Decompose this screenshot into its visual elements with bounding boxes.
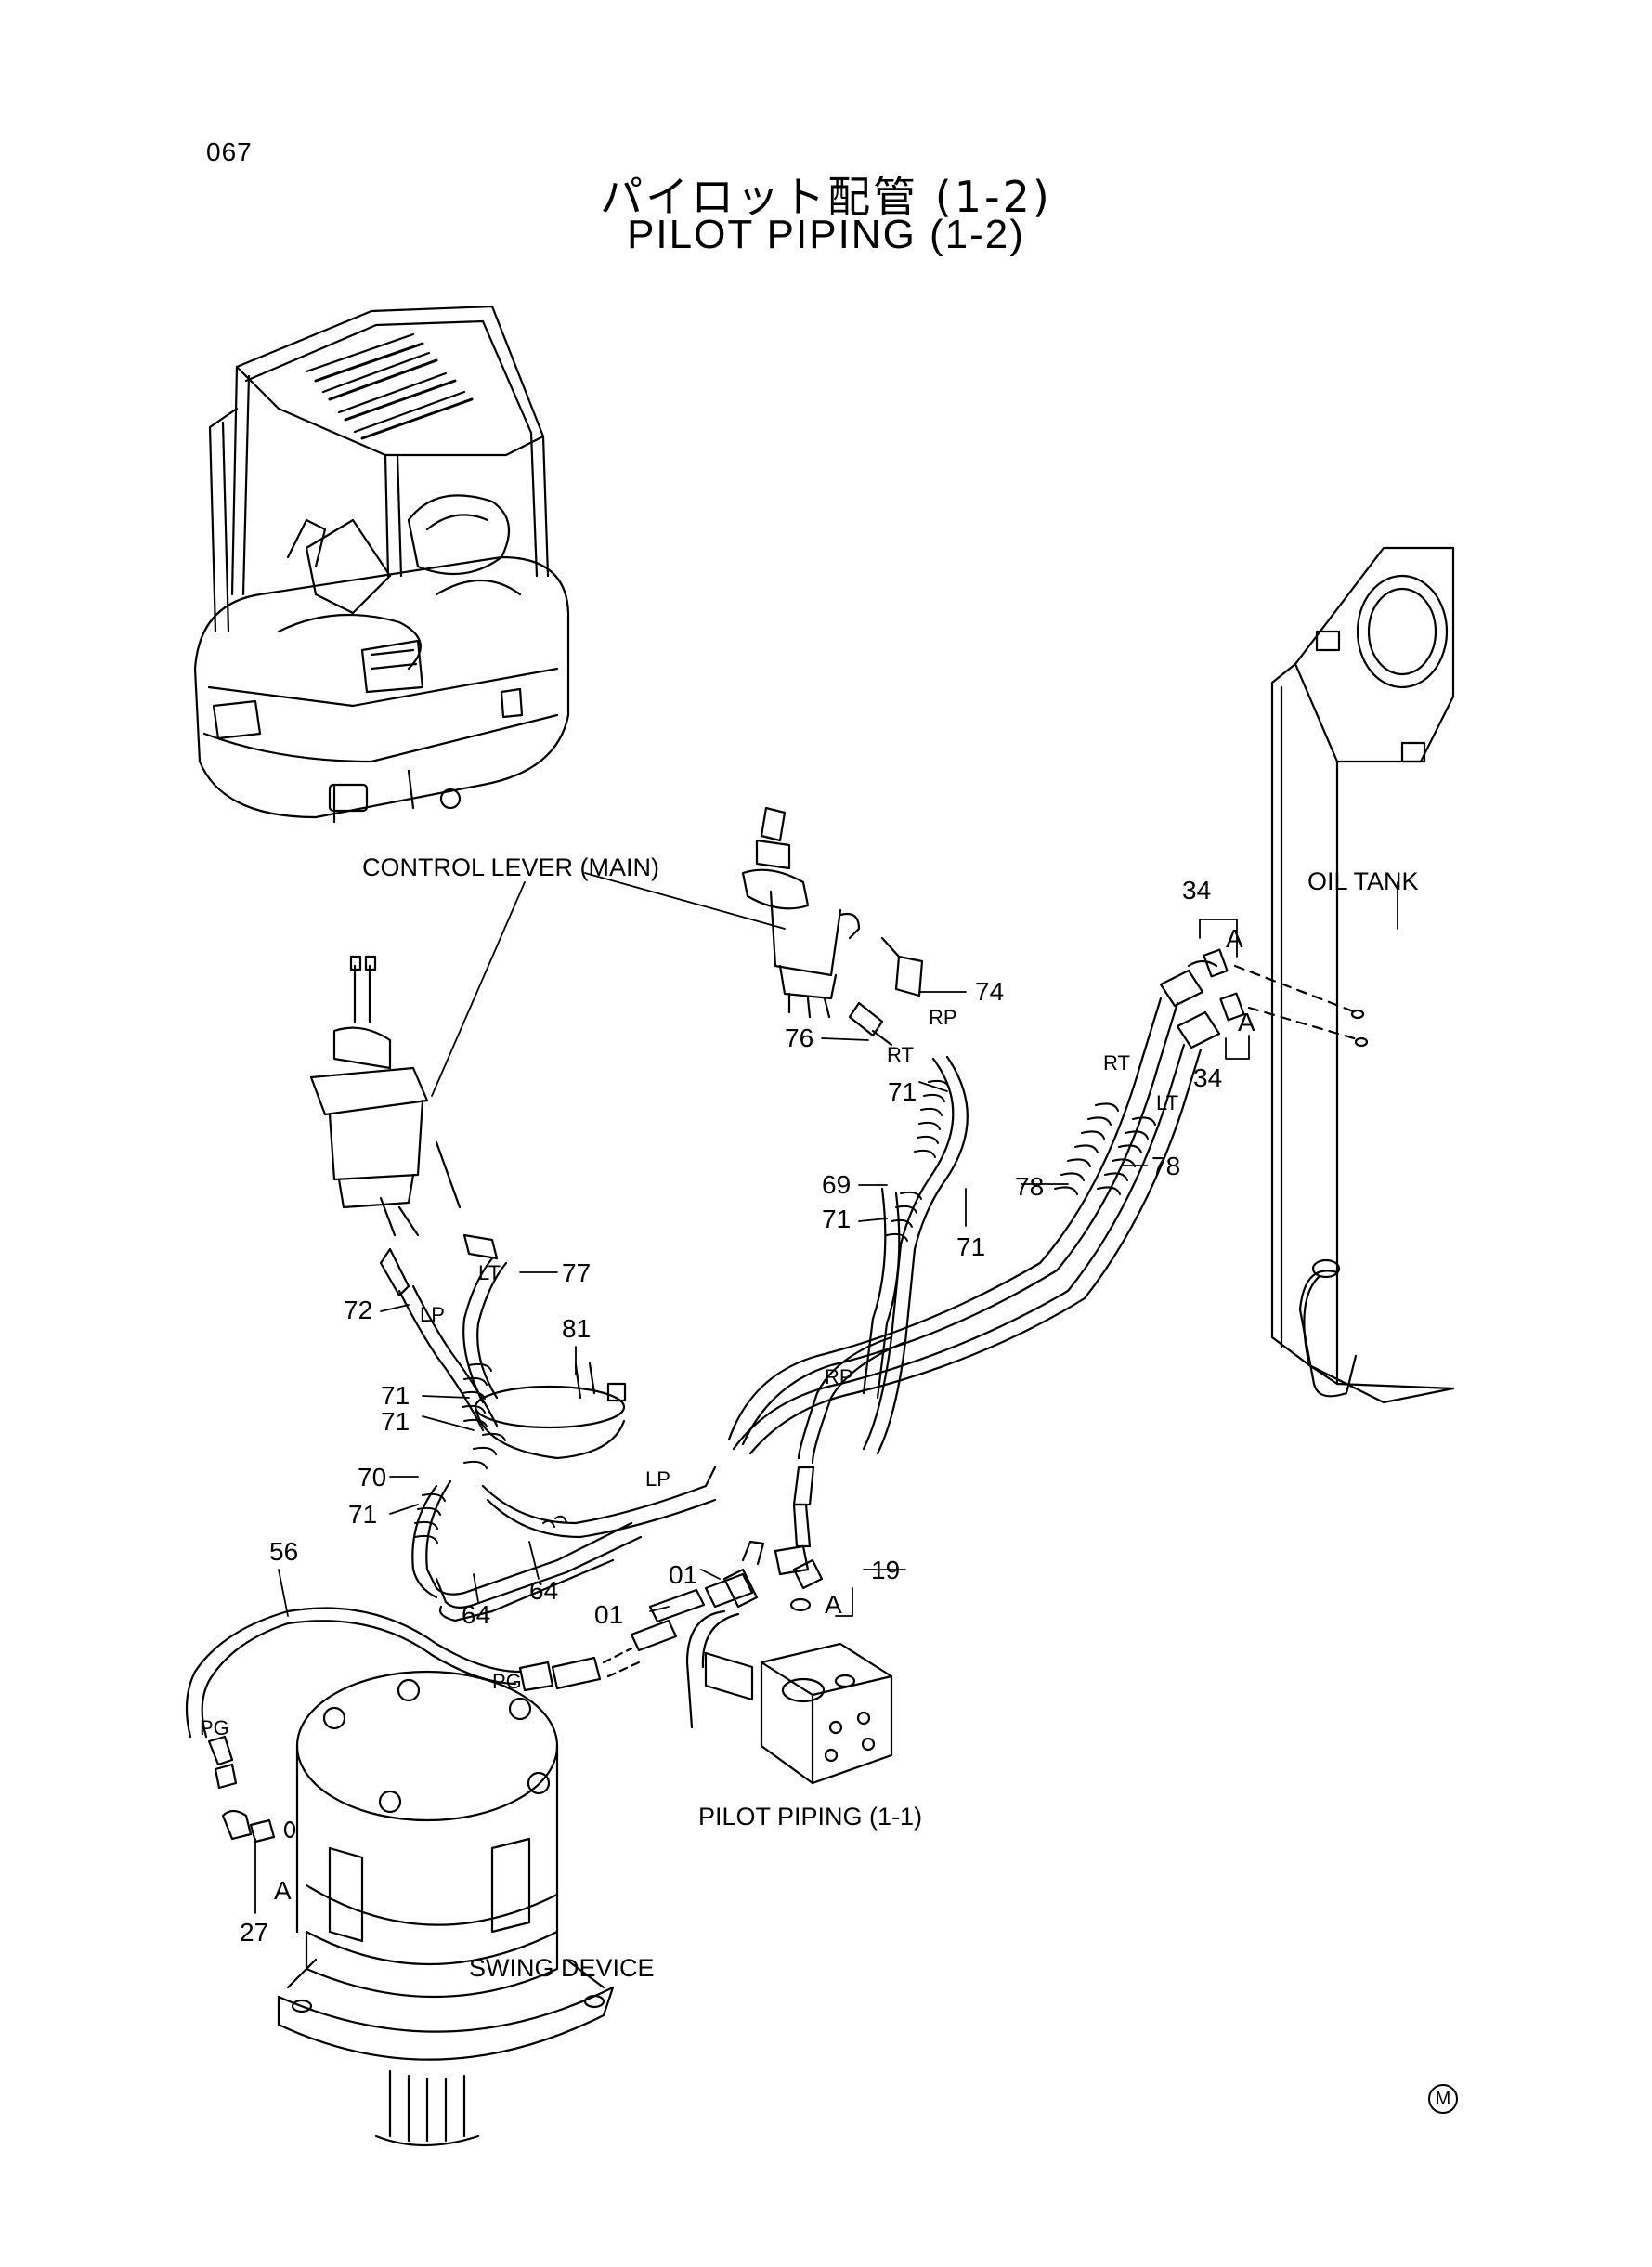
port-lp-left: LP <box>420 1303 445 1326</box>
port-rt-right: RT <box>887 1043 914 1066</box>
part-70: 70 <box>358 1463 386 1492</box>
part-71-a: 71 <box>888 1077 917 1106</box>
right-control-lever-illustration <box>741 806 924 1047</box>
leader-lines <box>254 872 1398 1914</box>
label-control-lever: CONTROL LEVER (MAIN) <box>362 853 659 881</box>
part-78-left: 78 <box>1015 1172 1044 1201</box>
part-76: 76 <box>785 1023 813 1052</box>
part-77: 77 <box>562 1258 591 1287</box>
port-pg-swing: PG <box>492 1670 522 1693</box>
oil-tank-illustration <box>1233 546 1455 1404</box>
label-swing-device: SWING DEVICE <box>469 1954 655 1982</box>
port-rp-tee: RP <box>825 1365 853 1388</box>
port-rt-tank: RT <box>1103 1051 1130 1075</box>
part-34-bottom: 34 <box>1193 1063 1222 1092</box>
part-01-lower: 01 <box>594 1600 623 1629</box>
detail-a-top: A <box>1226 924 1243 953</box>
part-74: 74 <box>975 977 1004 1006</box>
part-71-b: 71 <box>822 1205 851 1233</box>
part-19: 19 <box>871 1556 900 1584</box>
part-69: 69 <box>822 1170 851 1199</box>
port-lp-tee: LP <box>645 1467 670 1491</box>
swing-device-illustration <box>277 1670 615 2147</box>
part-71-f: 71 <box>348 1500 377 1529</box>
left-control-lever-illustration <box>309 955 499 1297</box>
part-71-d: 71 <box>381 1381 410 1410</box>
part-34-top: 34 <box>1182 876 1211 905</box>
excavator-illustration <box>193 305 570 824</box>
m-mark: M <box>1428 2084 1458 2114</box>
part-64-right: 64 <box>529 1576 558 1605</box>
port-pg-hose: PG <box>200 1716 229 1739</box>
part-72: 72 <box>344 1296 372 1324</box>
page-title-english: PILOT PIPING (1-2) <box>627 212 1025 257</box>
port-lt-left: LT <box>478 1261 501 1284</box>
part-01-upper: 01 <box>669 1560 697 1589</box>
hose-protectors <box>414 1079 1156 1544</box>
part-71-e: 71 <box>381 1407 410 1436</box>
page-number: 067 <box>206 137 253 166</box>
part-64-left: 64 <box>462 1600 490 1629</box>
valve-block-illustration <box>685 1609 893 1785</box>
fittings <box>207 948 1245 1844</box>
part-27: 27 <box>240 1918 268 1947</box>
detail-a-right: A <box>1238 1008 1255 1036</box>
part-71-c: 71 <box>956 1232 985 1261</box>
label-oil-tank: OIL TANK <box>1307 867 1419 895</box>
page-title-japanese: パイロット配管 (1-2) <box>600 172 1052 222</box>
port-lt-tank: LT <box>1156 1091 1178 1114</box>
hoses <box>185 997 1203 1739</box>
detail-a-center: A <box>825 1590 842 1619</box>
part-81: 81 <box>562 1314 591 1343</box>
part-78-right: 78 <box>1151 1152 1180 1180</box>
label-pilot-piping-1-1: PILOT PIPING (1-1) <box>698 1803 922 1831</box>
part-56: 56 <box>269 1537 298 1566</box>
port-rp-right: RP <box>929 1006 957 1029</box>
detail-a-swing: A <box>274 1876 292 1905</box>
